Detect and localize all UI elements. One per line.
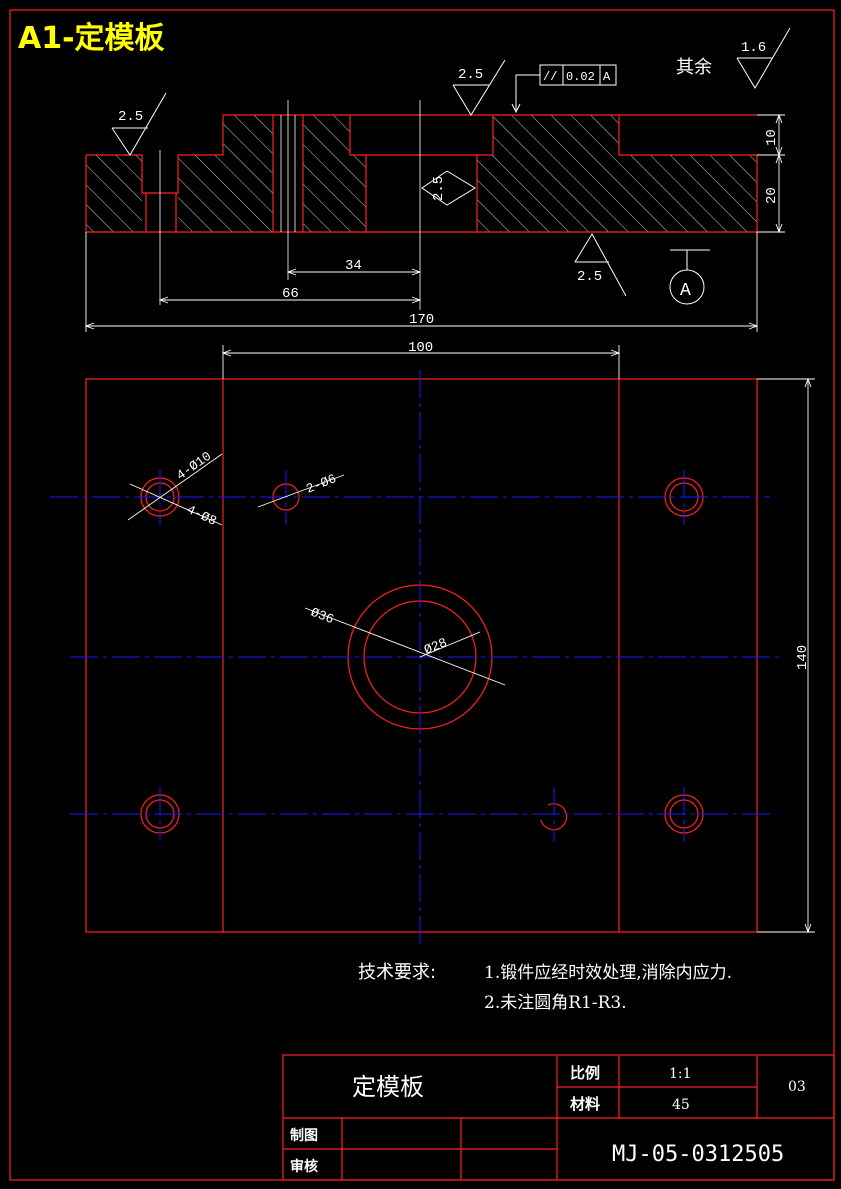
dim-170: 170: [409, 312, 434, 328]
part-name: 定模板: [352, 1073, 424, 1101]
roughness-pocket: 2.5: [431, 176, 447, 201]
hole-label-d36: Ø36: [309, 605, 336, 627]
dim-20: 20: [764, 187, 780, 204]
hole-label-4-d10: 4-Ø10: [174, 449, 215, 484]
sheet-number: 03: [788, 1079, 806, 1095]
dim-10: 10: [764, 129, 780, 146]
roughness-bottom: 2.5: [577, 269, 602, 285]
roughness-top-mid: 2.5: [458, 67, 483, 83]
hole-label-2-d6: 2-Ø6: [304, 471, 339, 497]
roughness-top-left: 2.5: [118, 109, 143, 125]
dim-140: 140: [795, 645, 811, 670]
datum-label: A: [680, 281, 691, 301]
roughness-rest-label: 其余: [676, 57, 712, 78]
tolerance-value: 0.02: [566, 70, 595, 84]
scale-value: 1:1: [669, 1066, 692, 1082]
roughness-rest-value: 1.6: [741, 40, 766, 56]
tolerance-datum: A: [603, 70, 611, 84]
drawn-label: 制图: [290, 1127, 318, 1144]
dim-100: 100: [408, 340, 433, 356]
drawing-number: MJ-05-0312505: [612, 1142, 784, 1167]
check-label: 审核: [290, 1158, 318, 1175]
tech-req-line2: 2.未注圆角R1-R3.: [484, 993, 627, 1013]
hole-label-4-d8: 4-Ø8: [184, 502, 219, 529]
plan-view: 4-Ø10 4-Ø8 2-Ø6 Ø36 Ø28 100 140: [50, 340, 815, 945]
title-block: [282, 1054, 835, 1181]
material-label: 材料: [570, 1095, 600, 1113]
sheet-title: A1-定模板: [18, 21, 165, 56]
tech-req-label: 技术要求:: [358, 962, 436, 983]
scale-label: 比例: [570, 1064, 600, 1082]
tech-req-line1: 1.锻件应经时效处理,消除内应力.: [484, 963, 732, 983]
dim-34: 34: [345, 258, 362, 274]
material-value: 45: [672, 1097, 690, 1113]
hole-label-d28: Ø28: [422, 635, 449, 658]
tolerance-symbol: //: [543, 70, 557, 84]
dim-66: 66: [282, 286, 299, 302]
section-view: 2.5 2.5 2.5 2.5 1.6 其余 // 0.02 A A: [84, 27, 791, 332]
